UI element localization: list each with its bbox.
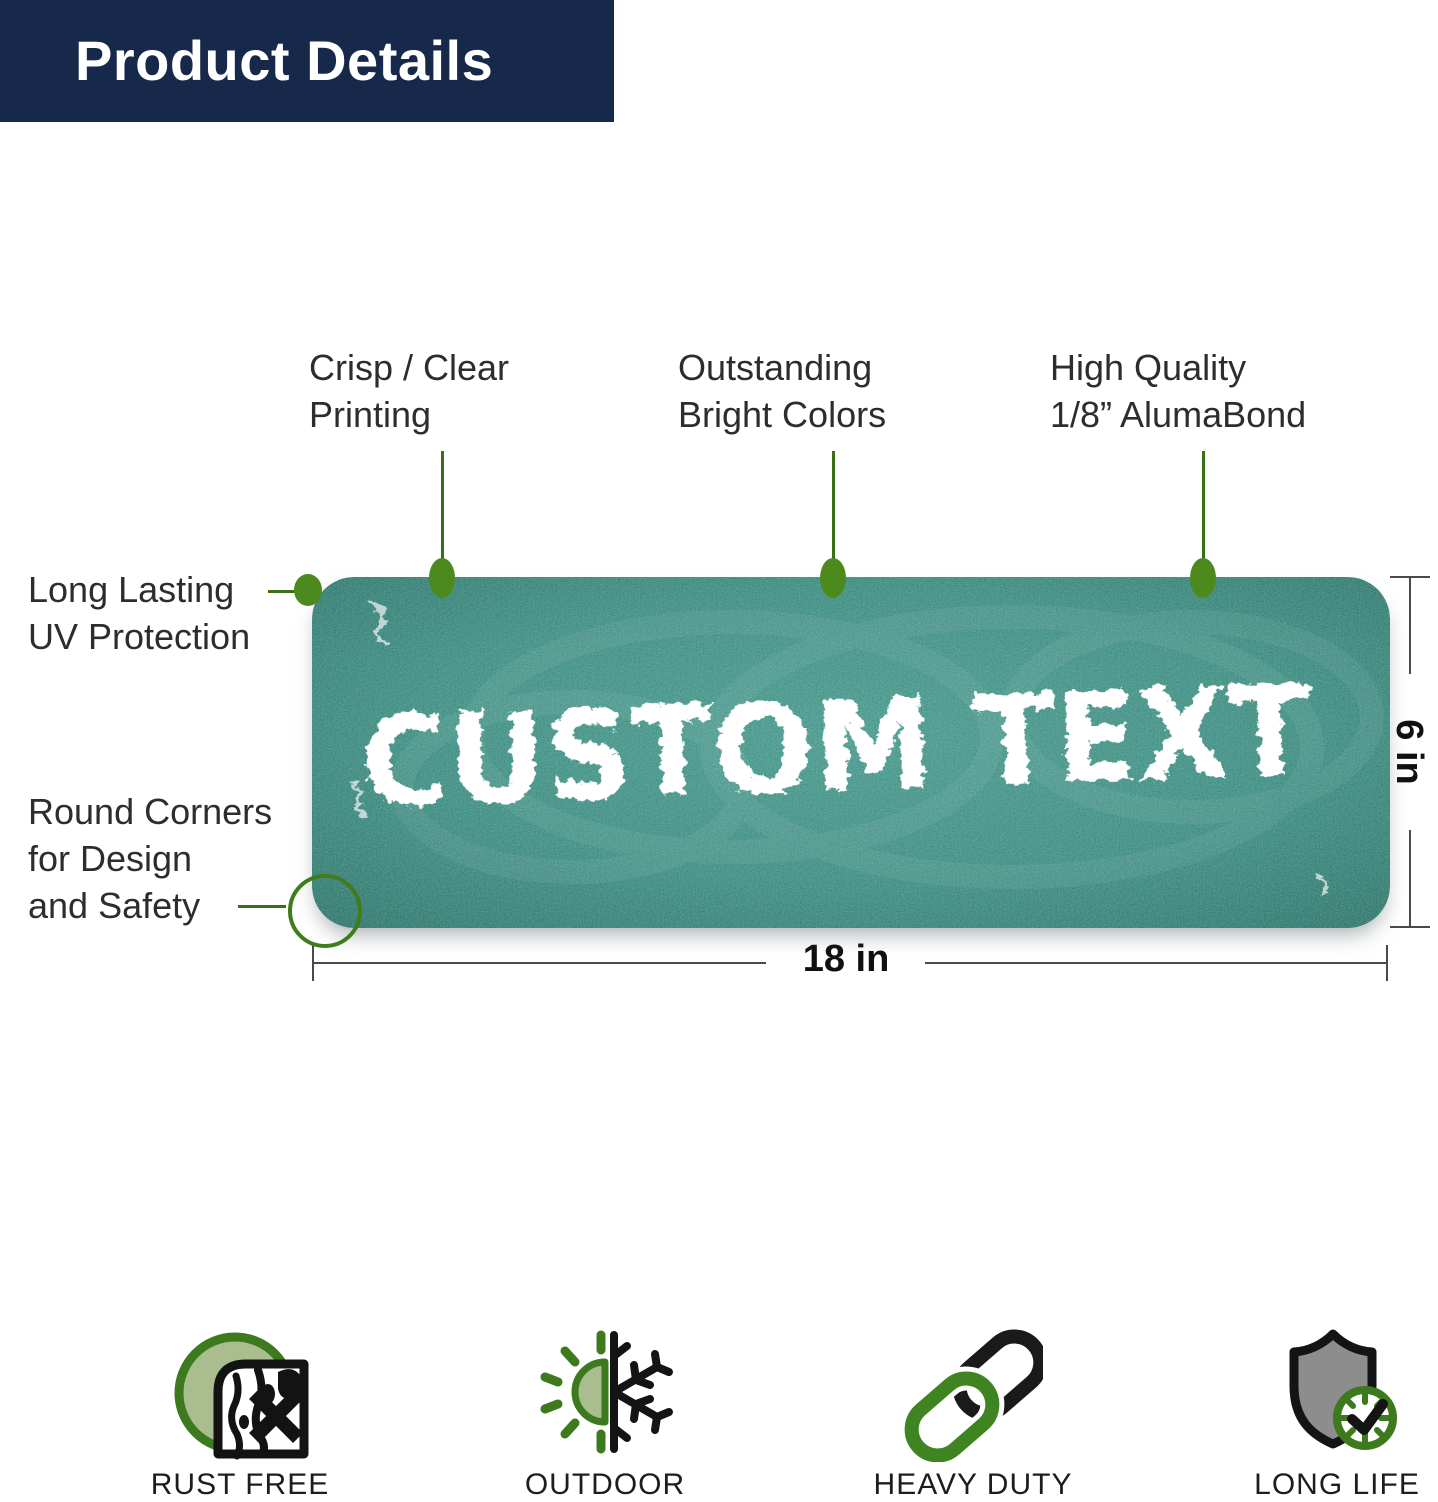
callout-line-material xyxy=(1202,451,1205,567)
callout-outstanding-bright-colors: Outstanding Bright Colors xyxy=(678,347,887,435)
height-dimension-cap-bottom xyxy=(1390,926,1430,928)
callout-round-corners: Round Corners for Design and Safety xyxy=(28,791,273,926)
chalkboard-sign: CUSTOM TEXT xyxy=(312,577,1390,928)
callout-line-crisp xyxy=(441,451,444,567)
rust-free-icon xyxy=(170,1322,310,1462)
height-dimension-line-top xyxy=(1409,578,1411,674)
width-dimension-line-right xyxy=(925,962,1386,964)
feature-rust-free: RUST FREE xyxy=(110,1322,370,1502)
feature-heavy-duty: HEAVY DUTY xyxy=(843,1322,1103,1502)
callout-dot-uv xyxy=(294,574,322,606)
heavy-duty-icon xyxy=(899,1322,1048,1468)
header-banner: Product Details xyxy=(0,0,614,122)
callout-line-corners xyxy=(238,905,286,908)
page-title: Product Details xyxy=(75,29,494,92)
width-dimension-tick-right xyxy=(1386,945,1388,981)
feature-label-heavy-duty: HEAVY DUTY xyxy=(873,1468,1073,1501)
callout-high-quality-alumabond: High Quality 1/8” AlumaBond xyxy=(1050,347,1307,435)
feature-long-life: LONG LIFE xyxy=(1207,1322,1438,1502)
callout-uv-protection: Long Lasting UV Protection xyxy=(28,569,251,657)
feature-outdoor: OUTDOOR xyxy=(475,1322,735,1502)
round-corner-highlight-circle xyxy=(288,874,362,948)
width-dimension-tick-left xyxy=(312,945,314,981)
chalk-dust-texture xyxy=(312,577,1390,928)
long-life-icon xyxy=(1267,1322,1407,1462)
callout-line-bright xyxy=(832,451,835,567)
callout-dot-material xyxy=(1190,558,1216,598)
height-dimension-line-bottom xyxy=(1409,830,1411,926)
feature-label-outdoor: OUTDOOR xyxy=(524,1468,686,1501)
height-dimension-cap-top xyxy=(1390,576,1430,578)
sign-custom-text: CUSTOM TEXT xyxy=(359,658,1313,836)
chalkboard-graphic: CUSTOM TEXT xyxy=(312,577,1390,928)
callout-line-uv xyxy=(268,590,298,593)
width-dimension-line-left xyxy=(314,962,766,964)
feature-label-rust-free: RUST FREE xyxy=(150,1468,330,1501)
chalk-scribbles xyxy=(350,601,1331,895)
width-dimension-label: 18 in xyxy=(802,938,890,980)
callout-crisp-clear-printing: Crisp / Clear Printing xyxy=(309,347,510,435)
outdoor-icon xyxy=(535,1322,675,1462)
callout-dot-bright xyxy=(820,558,846,598)
callout-dot-crisp xyxy=(429,558,455,598)
feature-label-long-life: LONG LIFE xyxy=(1254,1468,1420,1501)
